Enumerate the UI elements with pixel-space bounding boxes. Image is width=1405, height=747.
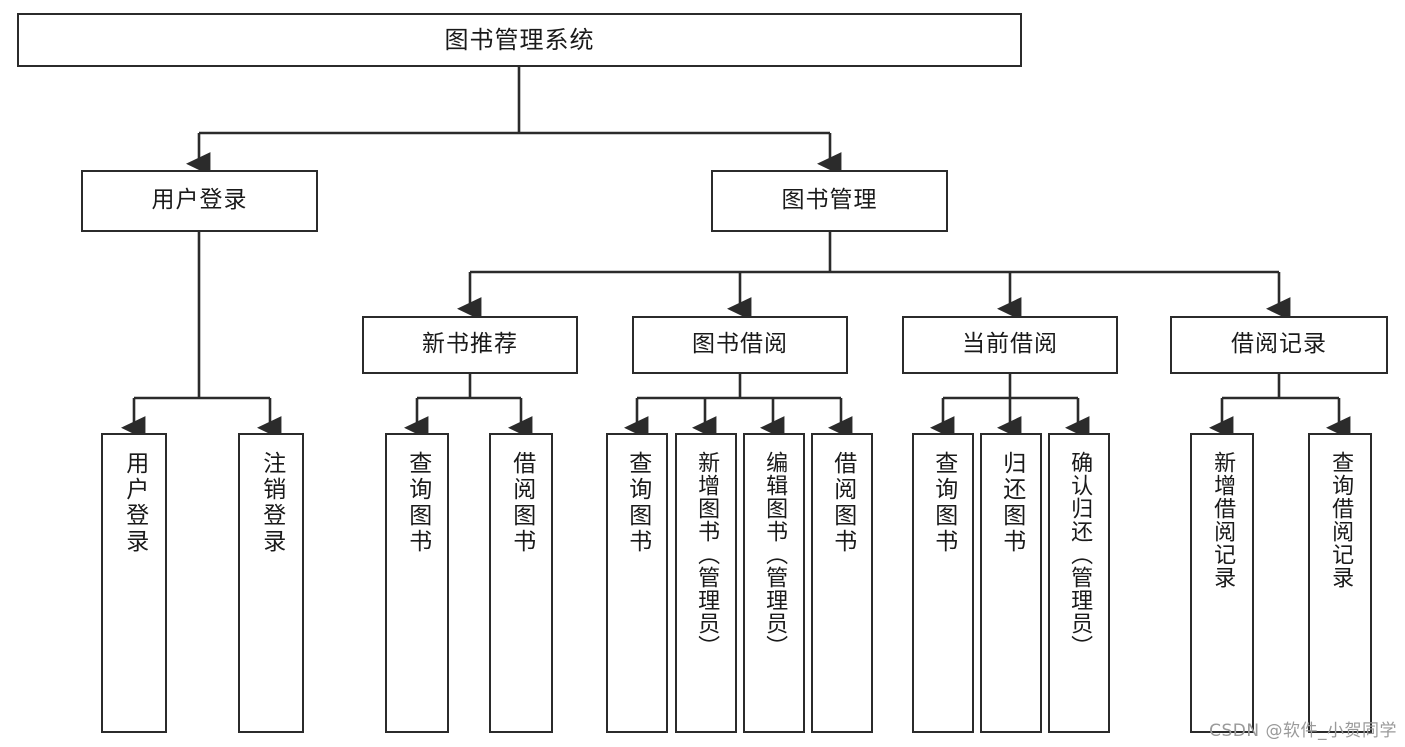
node-label: 图书管理系统 bbox=[444, 25, 595, 54]
node-label: 当前借阅 bbox=[962, 331, 1058, 358]
node-label: 用户登录 bbox=[121, 451, 148, 555]
node-borrow-record[interactable]: 借阅记录 bbox=[1170, 316, 1388, 374]
node-book-borrow[interactable]: 图书借阅 bbox=[632, 316, 848, 374]
node-label: 新增图书（管理员） bbox=[694, 451, 720, 658]
leaf-current-borrow-return[interactable]: 归还图书 bbox=[980, 433, 1042, 733]
node-label: 图书借阅 bbox=[692, 331, 788, 358]
node-label: 编辑图书（管理员） bbox=[762, 451, 788, 658]
leaf-user-login-logout[interactable]: 注销登录 bbox=[238, 433, 304, 733]
node-label: 借阅图书 bbox=[829, 451, 856, 555]
node-label: 归还图书 bbox=[998, 451, 1025, 555]
node-label: 新增借阅记录 bbox=[1210, 451, 1236, 589]
node-label: 查询借阅记录 bbox=[1328, 451, 1354, 589]
node-label: 借阅记录 bbox=[1231, 331, 1327, 358]
node-label: 注销登录 bbox=[258, 451, 285, 555]
leaf-book-borrow-borrow[interactable]: 借阅图书 bbox=[811, 433, 873, 733]
leaf-current-borrow-query[interactable]: 查询图书 bbox=[912, 433, 974, 733]
node-label: 查询图书 bbox=[624, 451, 651, 555]
node-book-management[interactable]: 图书管理 bbox=[711, 170, 948, 232]
leaf-current-borrow-confirm[interactable]: 确认归还（管理员） bbox=[1048, 433, 1110, 733]
leaf-book-borrow-query[interactable]: 查询图书 bbox=[606, 433, 668, 733]
node-label: 新书推荐 bbox=[422, 331, 518, 358]
node-label: 查询图书 bbox=[404, 451, 431, 555]
leaf-book-borrow-add[interactable]: 新增图书（管理员） bbox=[675, 433, 737, 733]
watermark-text: CSDN @软件_小贺同学 bbox=[1209, 721, 1397, 741]
leaf-user-login-login[interactable]: 用户登录 bbox=[101, 433, 167, 733]
leaf-new-book-borrow[interactable]: 借阅图书 bbox=[489, 433, 553, 733]
node-new-book-recommend[interactable]: 新书推荐 bbox=[362, 316, 578, 374]
node-label: 图书管理 bbox=[781, 187, 878, 214]
leaf-borrow-record-add[interactable]: 新增借阅记录 bbox=[1190, 433, 1254, 733]
node-label: 确认归还（管理员） bbox=[1067, 451, 1093, 658]
node-label: 用户登录 bbox=[151, 187, 248, 214]
node-user-login[interactable]: 用户登录 bbox=[81, 170, 318, 232]
leaf-new-book-query[interactable]: 查询图书 bbox=[385, 433, 449, 733]
node-label: 借阅图书 bbox=[508, 451, 535, 555]
node-root-system[interactable]: 图书管理系统 bbox=[17, 13, 1022, 67]
node-current-borrow[interactable]: 当前借阅 bbox=[902, 316, 1118, 374]
leaf-book-borrow-edit[interactable]: 编辑图书（管理员） bbox=[743, 433, 805, 733]
leaf-borrow-record-query[interactable]: 查询借阅记录 bbox=[1308, 433, 1372, 733]
node-label: 查询图书 bbox=[930, 451, 957, 555]
